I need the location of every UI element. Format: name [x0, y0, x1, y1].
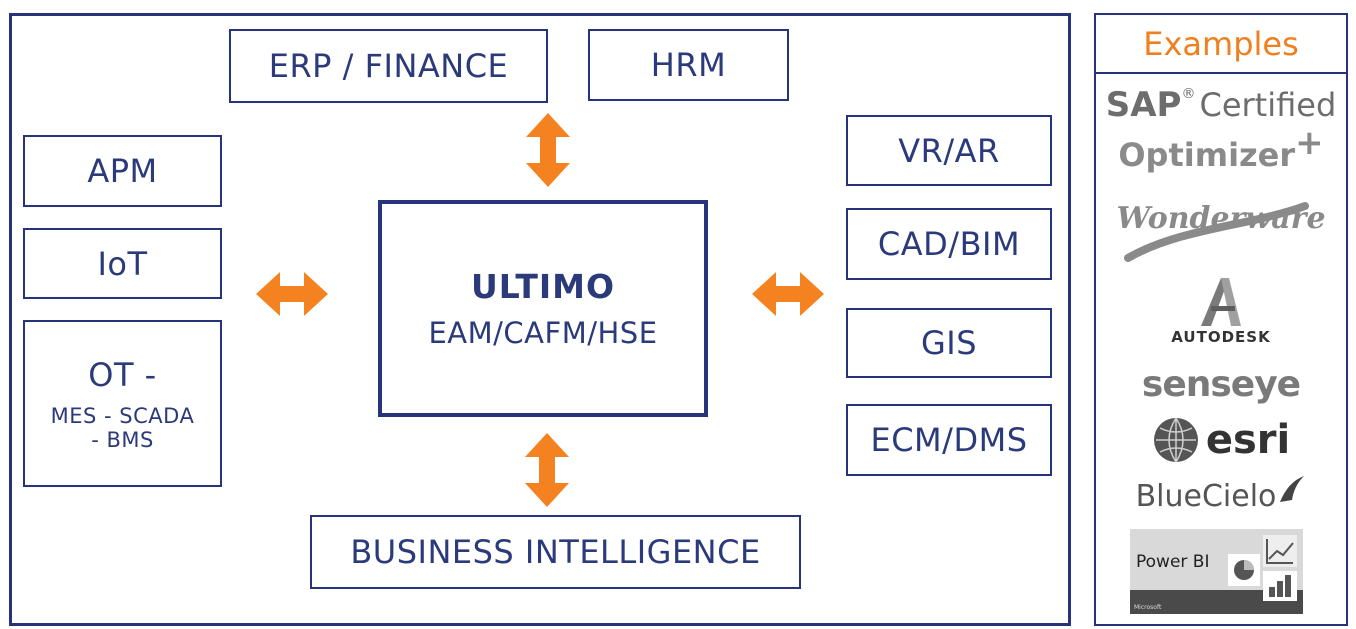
ot-title: OT - — [88, 355, 157, 394]
powerbi-pie-icon — [1228, 554, 1260, 586]
sap-certified-logo: SAP ® Certified — [1098, 82, 1344, 128]
ecm-dms-label: ECM/DMS — [870, 421, 1028, 459]
powerbi-tile: Microsoft Power BI — [1130, 529, 1303, 614]
esri-text: esri — [1205, 417, 1291, 463]
apm-label: APM — [87, 152, 158, 190]
sap-registered-mark: ® — [1181, 86, 1196, 102]
vr-ar-label: VR/AR — [898, 131, 1000, 170]
examples-title: Examples — [1096, 16, 1346, 74]
sap-certified-text: Certified — [1199, 86, 1337, 124]
optimizer-text: Optimizer — [1118, 136, 1296, 174]
autodesk-text: AUTODESK — [1171, 328, 1271, 346]
optimizer-logo: Optimizer + — [1098, 123, 1344, 177]
ultimo-subtitle: EAM/CAFM/HSE — [428, 316, 658, 350]
powerbi-text: Power BI — [1136, 552, 1210, 572]
bluecielo-logo: BlueCielo — [1098, 472, 1344, 520]
hrm-box: HRM — [588, 29, 789, 101]
powerbi-line-chart-icon — [1263, 535, 1297, 567]
cad-bim-label: CAD/BIM — [877, 225, 1021, 263]
senseye-text: senseye — [1141, 363, 1301, 405]
powerbi-microsoft-text: Microsoft — [1134, 604, 1162, 611]
erp-finance-box: ERP / FINANCE — [229, 29, 548, 103]
business-intelligence-box: BUSINESS INTELLIGENCE — [310, 515, 801, 589]
esri-globe-icon — [1153, 417, 1198, 463]
optimizer-plus: + — [1295, 123, 1324, 163]
arrow-bottom-icon — [525, 433, 569, 507]
arrow-right-icon — [752, 272, 824, 316]
arrow-top-icon — [526, 113, 570, 187]
ot-subtitle-1: MES - SCADA — [50, 403, 195, 428]
examples-panel — [1094, 13, 1348, 626]
iot-box: IoT — [23, 228, 222, 299]
iot-label: IoT — [97, 244, 148, 283]
gis-label: GIS — [920, 324, 978, 362]
erp-finance-label: ERP / FINANCE — [268, 47, 509, 85]
ot-subtitle-2: - BMS — [91, 427, 154, 452]
bluecielo-text: BlueCielo — [1135, 478, 1277, 514]
autodesk-a-icon — [1201, 278, 1241, 326]
autodesk-logo: AUTODESK — [1098, 272, 1344, 350]
wonderware-logo: Wonderware — [1098, 188, 1344, 268]
ot-box: OT - MES - SCADA - BMS — [23, 320, 222, 487]
wonderware-text: Wonderware — [1116, 200, 1326, 236]
apm-box: APM — [23, 135, 222, 207]
cad-bim-box: CAD/BIM — [846, 208, 1052, 280]
wonderware-swoosh-icon — [1124, 202, 1309, 262]
ultimo-box: ULTIMO EAM/CAFM/HSE — [378, 200, 708, 417]
gis-box: GIS — [846, 308, 1052, 378]
hrm-label: HRM — [650, 46, 727, 84]
ultimo-title: ULTIMO — [470, 267, 616, 306]
bluecielo-bird-icon — [1280, 476, 1305, 502]
ecm-dms-box: ECM/DMS — [846, 404, 1052, 476]
business-intelligence-label: BUSINESS INTELLIGENCE — [350, 533, 761, 571]
arrow-left-icon — [256, 272, 328, 316]
vr-ar-box: VR/AR — [846, 115, 1052, 186]
senseye-logo: senseye — [1098, 360, 1344, 408]
powerbi-bar-chart-icon — [1263, 571, 1297, 601]
esri-logo: esri — [1098, 414, 1344, 466]
sap-logo-text: SAP — [1105, 85, 1182, 125]
